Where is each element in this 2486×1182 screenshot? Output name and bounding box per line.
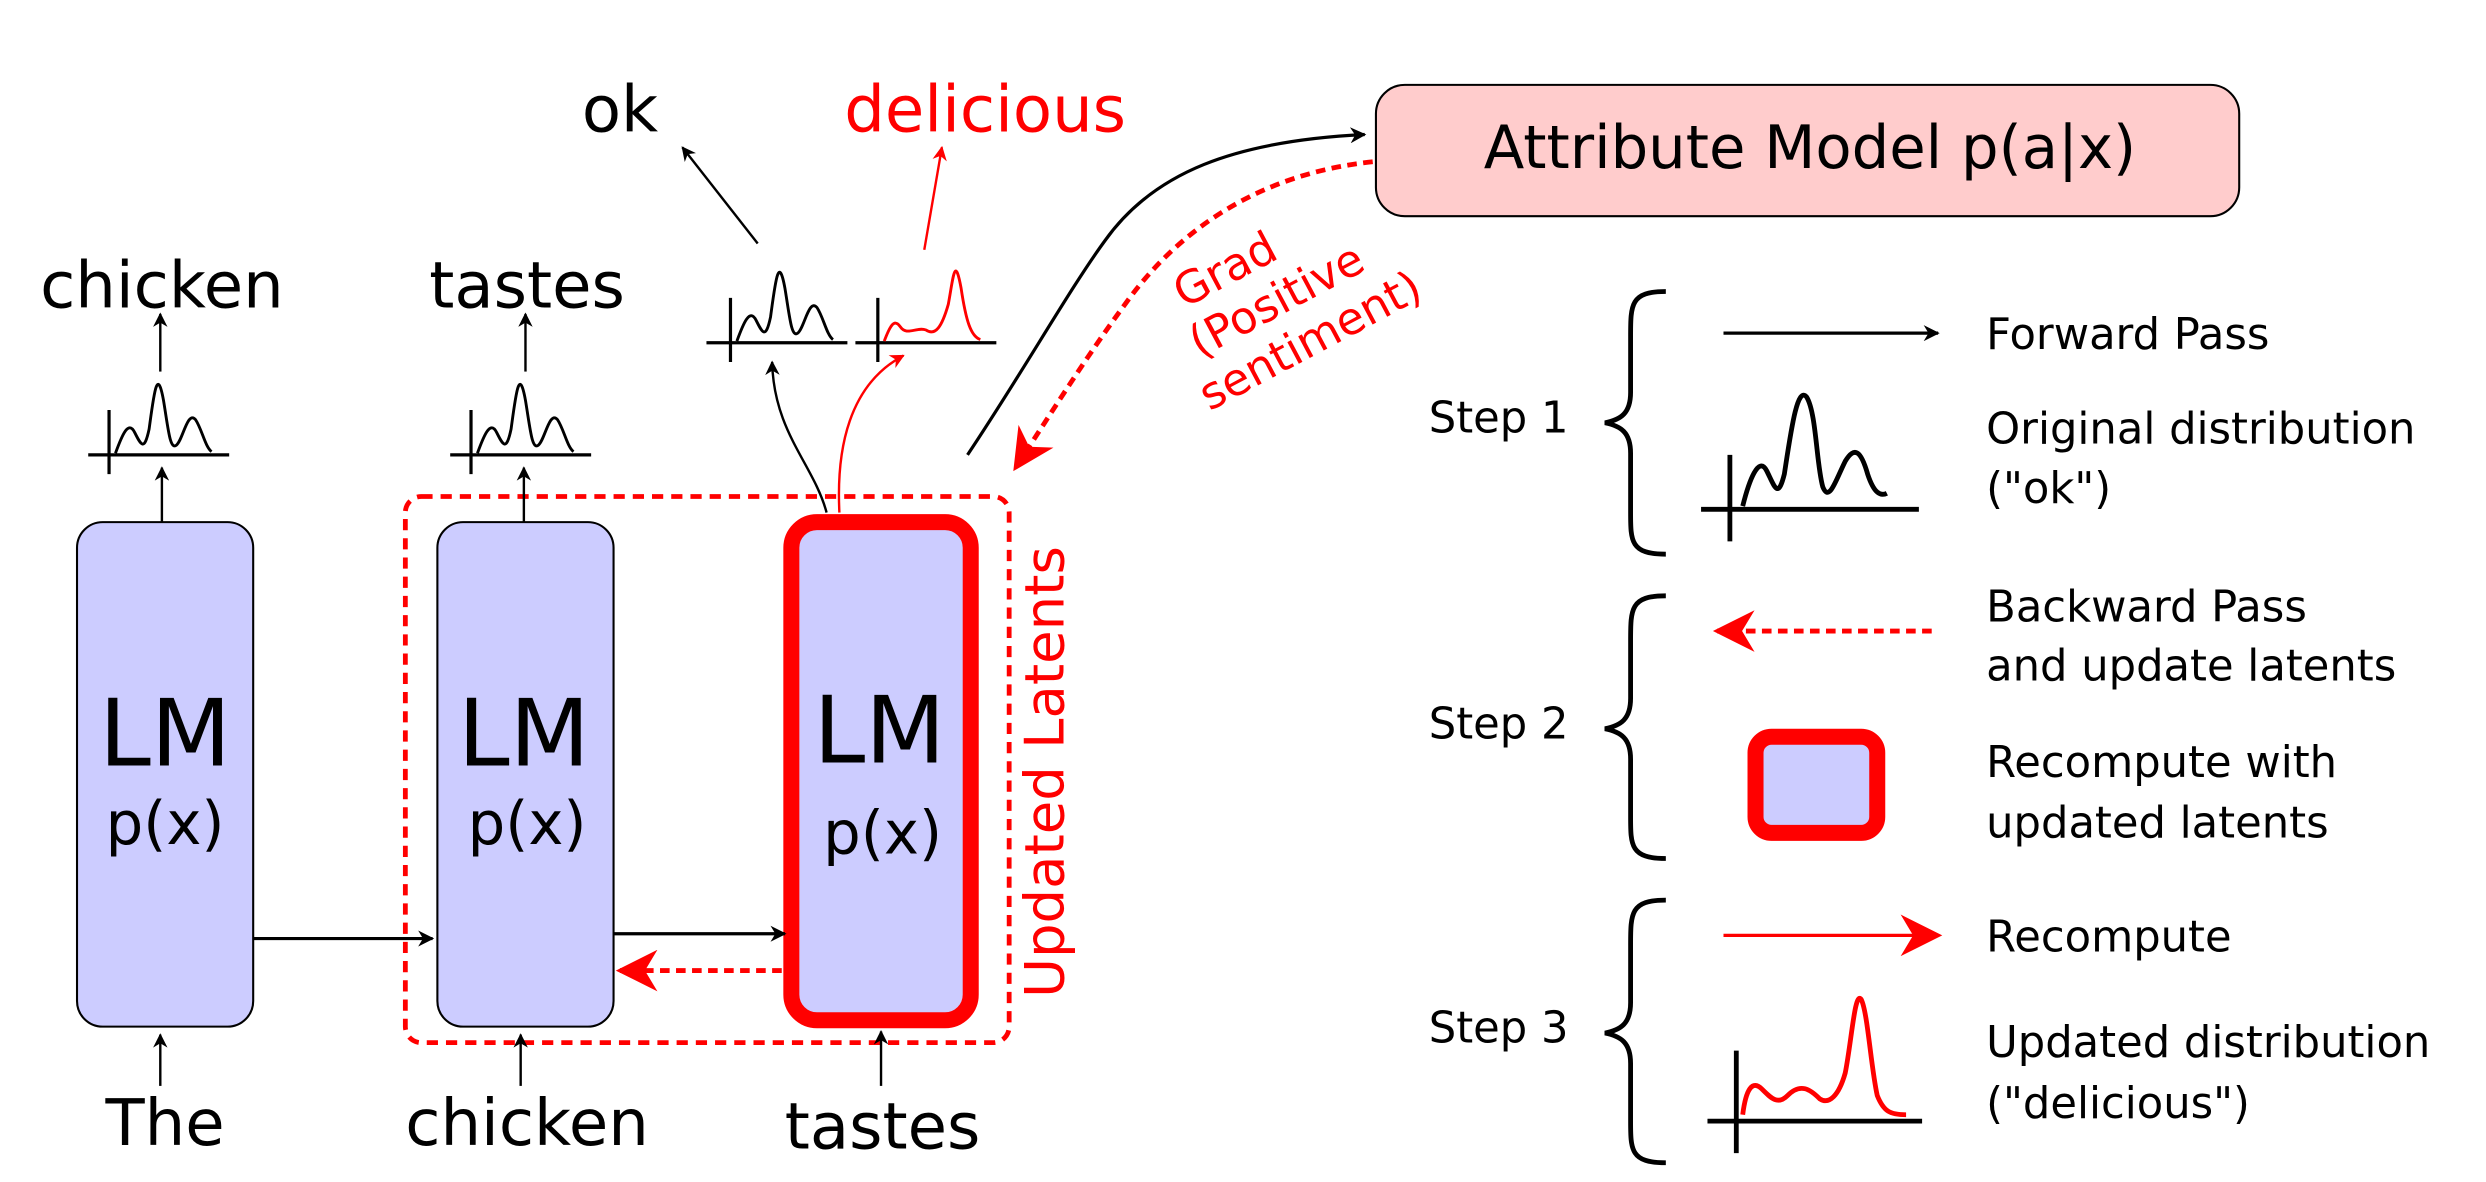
arrow-to-ok <box>681 146 759 245</box>
original-distribution-icon <box>1701 392 1919 542</box>
step-3-brace <box>1604 897 1666 1166</box>
legend-step-2-item-2-text-line-1: Recompute with <box>1986 738 2337 788</box>
legend-step-1-item-2-text-line-1: Original distribution <box>1986 405 2415 455</box>
lm-block-1-title: LM <box>99 680 231 788</box>
legend-step-3-item-2-text-line-2: ("delicious") <box>1986 1079 2250 1129</box>
input-token-1: The <box>105 1087 225 1161</box>
forward-to-attribute-model-arrow <box>966 127 1367 456</box>
output-token-ok: ok <box>582 73 658 147</box>
legend-step-3-item-2-text-line-1: Updated distribution <box>1986 1018 2430 1068</box>
distribution-icon-2 <box>450 383 592 475</box>
input-token-2: chicken <box>405 1087 649 1161</box>
legend-step-1-label: Step 1 <box>1429 393 1569 443</box>
legend-step-2-item-2-text-line-2: updated latents <box>1986 799 2328 849</box>
legend: Step 1 Forward Pass Original distributio… <box>1429 289 2430 1166</box>
legend-step-2-item-1-text-line-1: Backward Pass <box>1986 582 2307 632</box>
legend-step-3-label: Step 3 <box>1429 1004 1569 1054</box>
lm-block-2-title: LM <box>458 680 590 788</box>
original-output-curve <box>765 360 828 513</box>
legend-step-2-label: Step 2 <box>1429 699 1569 749</box>
lm-block-2-subtitle: p(x) <box>468 789 587 858</box>
output-token-2: tastes <box>429 250 625 324</box>
lm-block-3-title: LM <box>813 676 945 784</box>
step-1-brace <box>1604 289 1666 557</box>
lm-block-1-subtitle: p(x) <box>106 789 225 858</box>
lm-block-3-updated: LM p(x) <box>783 514 979 1029</box>
updated-distribution-icon <box>1707 995 1923 1154</box>
legend-step-1-item-1-text: Forward Pass <box>1986 310 2269 360</box>
input-token-3: tastes <box>785 1090 981 1164</box>
original-distribution-icon-block3 <box>706 271 848 362</box>
updated-latents-label: Updated Latents <box>1013 546 1077 998</box>
lm-block-1: LM p(x) <box>75 521 255 1028</box>
legend-step-3-item-1-text: Recompute <box>1986 912 2231 962</box>
attribute-model-label: Attribute Model p(a|x) <box>1484 113 2136 182</box>
output-token-1: chicken <box>40 250 284 324</box>
step-2-brace <box>1604 593 1666 861</box>
arrow-to-delicious <box>923 145 947 251</box>
updated-distribution-icon-block3 <box>855 269 997 362</box>
legend-step-2-item-1-text-line-2: and update latents <box>1986 642 2396 692</box>
updated-output-curve <box>837 354 905 513</box>
distribution-icon-1 <box>88 383 230 475</box>
gradient-backward-arrow <box>1013 159 1373 472</box>
attribute-model-box <box>1374 83 2241 218</box>
lm-block-3-subtitle: p(x) <box>823 799 942 868</box>
updated-latents-region <box>402 494 1012 1046</box>
recompute-box-icon <box>1747 728 1886 841</box>
output-token-delicious: delicious <box>844 73 1126 147</box>
lm-block-2: LM p(x) <box>436 521 615 1028</box>
legend-step-1-item-2-text-line-2: ("ok") <box>1986 464 2111 514</box>
